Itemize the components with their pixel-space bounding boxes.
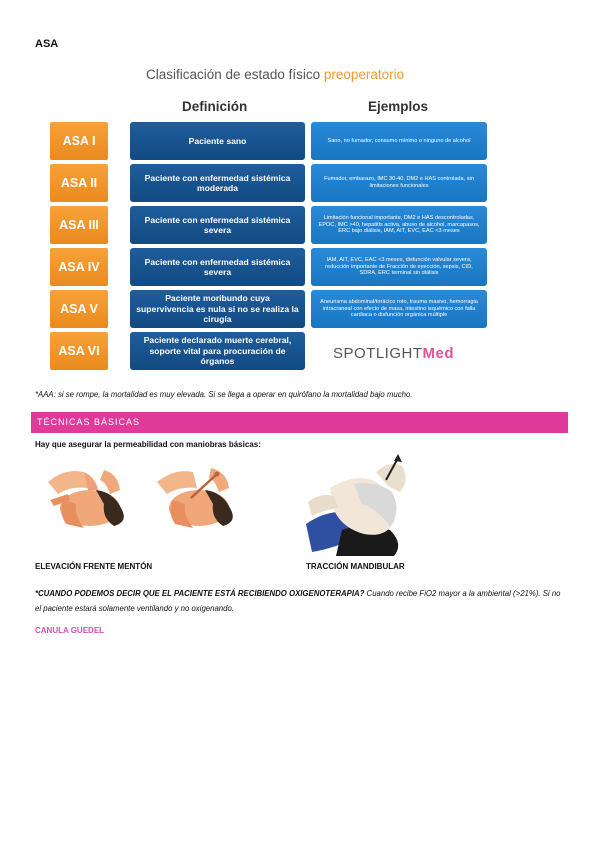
asa-examples: IAM, AIT, EVC, EAC <3 meses, disfunción … <box>311 248 487 286</box>
asa-class-badge: ASA II <box>50 164 108 202</box>
asa-row: ASA II Paciente con enfermedad sistémica… <box>50 164 487 202</box>
asa-row: ASA III Paciente con enfermedad sistémic… <box>50 206 487 244</box>
asa-row: ASA VI Paciente declarado muerte cerebra… <box>50 332 487 370</box>
column-header-definition: Definición <box>182 99 248 114</box>
asa-row: ASA I Paciente sano Sano, no fumador, co… <box>50 122 487 160</box>
figure-title: Clasificación de estado físico preoperat… <box>146 67 405 82</box>
asa-examples: Fumador, embarazo, IMC 30-40, DM2 e HAS … <box>311 164 487 202</box>
asa-examples: Sano, no fumador, consumo mínimo o ningu… <box>311 122 487 160</box>
asa-class-badge: ASA III <box>50 206 108 244</box>
section-title: TÉCNICAS BÁSICAS <box>37 417 141 427</box>
asa-class-badge: ASA I <box>50 122 108 160</box>
asa-definition: Paciente sano <box>130 122 305 160</box>
asa-definition: Paciente declarado muerte cerebral, sopo… <box>130 332 305 370</box>
caption-head-tilt-chin-lift: ELEVACIÓN FRENTE MENTÓN <box>35 562 153 571</box>
asa-class-badge: ASA VI <box>50 332 108 370</box>
jaw-thrust-illustration <box>306 454 406 556</box>
asa-class-badge: ASA V <box>50 290 108 328</box>
guedel-cannula-heading: CANULA GUEDEL <box>35 626 105 635</box>
intro-text: Hay que asegurar la permeabilidad con ma… <box>35 440 261 449</box>
asa-definition: Paciente con enfermedad sistémica severa <box>130 206 305 244</box>
asa-definition: Paciente moribundo cuya supervivencia es… <box>130 290 305 328</box>
asa-classification-figure: Clasificación de estado físico preoperat… <box>44 62 492 375</box>
column-header-examples: Ejemplos <box>368 99 429 114</box>
asa-row: ASA IV Paciente con enfermedad sistémica… <box>50 248 487 286</box>
oxygen-therapy-question: *CUANDO PODEMOS DECIR QUE EL PACIENTE ES… <box>35 589 561 613</box>
head-tilt-illustration <box>44 470 130 530</box>
asa-class-badge: ASA IV <box>50 248 108 286</box>
airway-device-illustration <box>157 468 233 528</box>
asa-definition: Paciente con enfermedad sistémica severa <box>130 248 305 286</box>
asa-row: ASA V Paciente moribundo cuya superviven… <box>50 290 487 328</box>
asa-examples: Aneurisma abdominal/torácico roto, traum… <box>311 290 487 328</box>
section-header-bar: TÉCNICAS BÁSICAS <box>31 412 568 433</box>
spotlightmed-logo: SPOTLIGHTMed <box>333 345 455 362</box>
asa-definition: Paciente con enfermedad sistémica modera… <box>130 164 305 202</box>
aaa-note: *AAA: si se rompe, la mortalidad es muy … <box>35 390 413 399</box>
asa-examples: Limitación funcional importante, DM2 e H… <box>311 206 487 244</box>
asa-heading: ASA <box>35 38 59 50</box>
caption-jaw-thrust: TRACCIÓN MANDIBULAR <box>306 562 405 571</box>
